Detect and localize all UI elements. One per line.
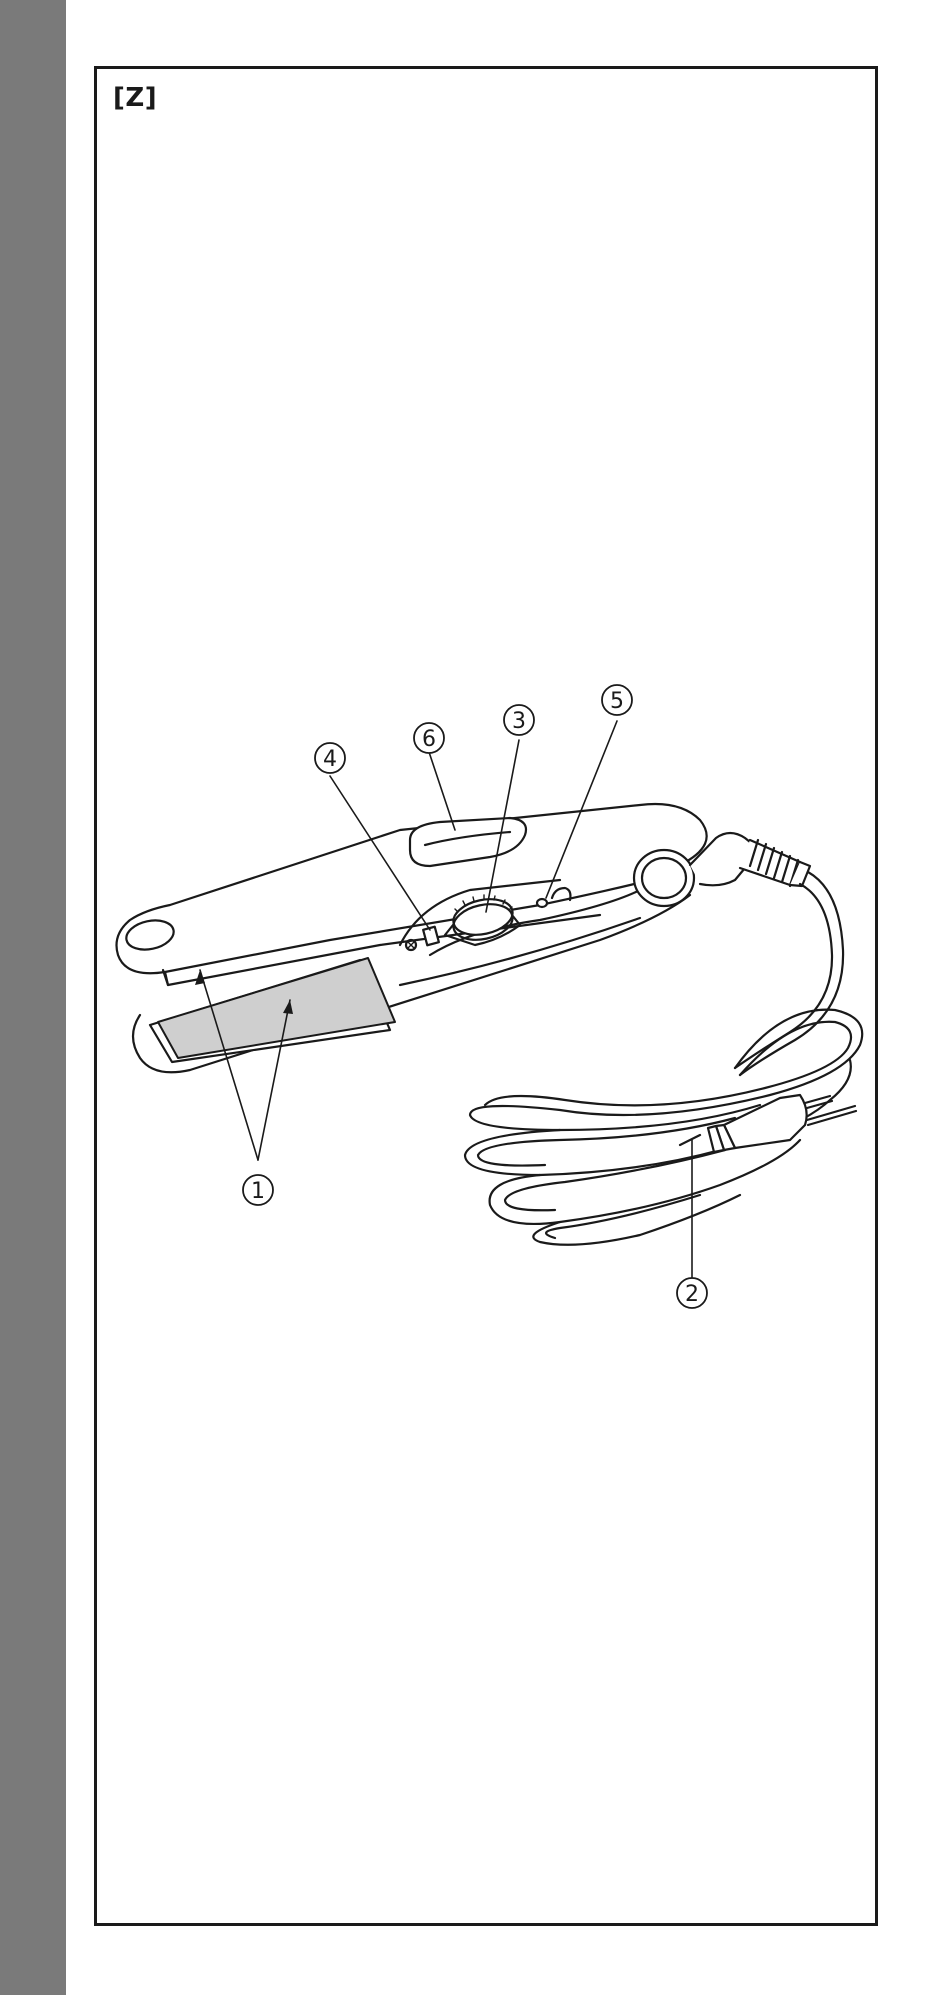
callout-3-text: 3 bbox=[512, 709, 526, 734]
plug bbox=[680, 1095, 856, 1152]
callout-6: 6 bbox=[414, 723, 444, 753]
callout-1: 1 bbox=[243, 1175, 273, 1205]
callout-4-text: 4 bbox=[323, 747, 337, 772]
callout-1-text: 1 bbox=[251, 1179, 265, 1204]
indicator-light-shape bbox=[537, 899, 547, 907]
callout-2: 2 bbox=[677, 1278, 707, 1308]
power-cord bbox=[465, 872, 862, 1245]
callout-3: 3 bbox=[504, 705, 534, 735]
callout-5-text: 5 bbox=[610, 689, 624, 714]
strain-relief bbox=[740, 840, 810, 886]
callout-2-text: 2 bbox=[685, 1282, 699, 1307]
callout-5: 5 bbox=[602, 685, 632, 715]
lock-switch-shape bbox=[423, 927, 439, 946]
callout-4: 4 bbox=[315, 743, 345, 773]
callout-6-text: 6 bbox=[422, 727, 436, 752]
